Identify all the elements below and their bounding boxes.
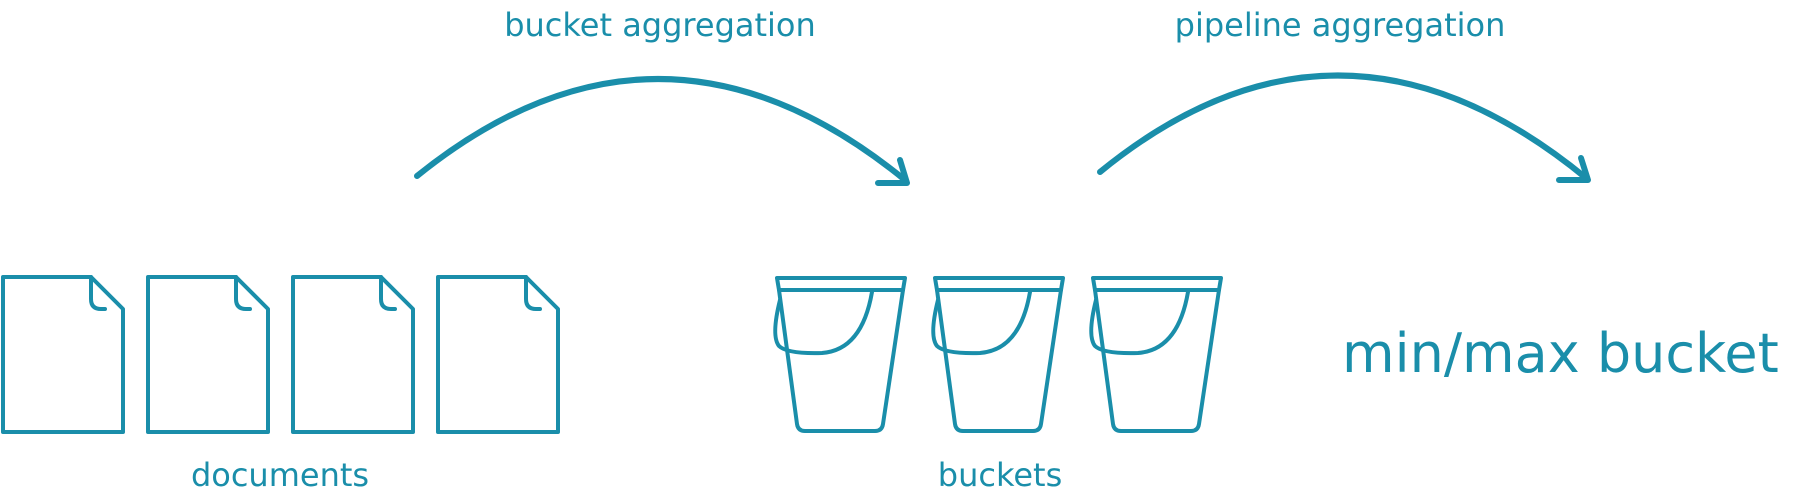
- documents-label: documents: [191, 456, 369, 494]
- documents-group: [1, 275, 560, 434]
- document-icon: [291, 275, 415, 434]
- bucket-aggregation-label: bucket aggregation: [504, 6, 816, 44]
- document-icon: [1, 275, 125, 434]
- pipeline-aggregation-arrow: [1097, 72, 1591, 183]
- bucket-aggregation-arrow: [414, 76, 910, 186]
- bucket-icon: [931, 276, 1065, 433]
- buckets-group: [773, 276, 1223, 433]
- bucket-icon: [1089, 276, 1223, 433]
- document-icon: [146, 275, 270, 434]
- buckets-label: buckets: [938, 456, 1062, 494]
- bucket-icon: [773, 276, 907, 433]
- document-icon: [436, 275, 560, 434]
- min-max-bucket-label: min/max bucket: [1342, 322, 1779, 385]
- pipeline-aggregation-label: pipeline aggregation: [1175, 6, 1506, 44]
